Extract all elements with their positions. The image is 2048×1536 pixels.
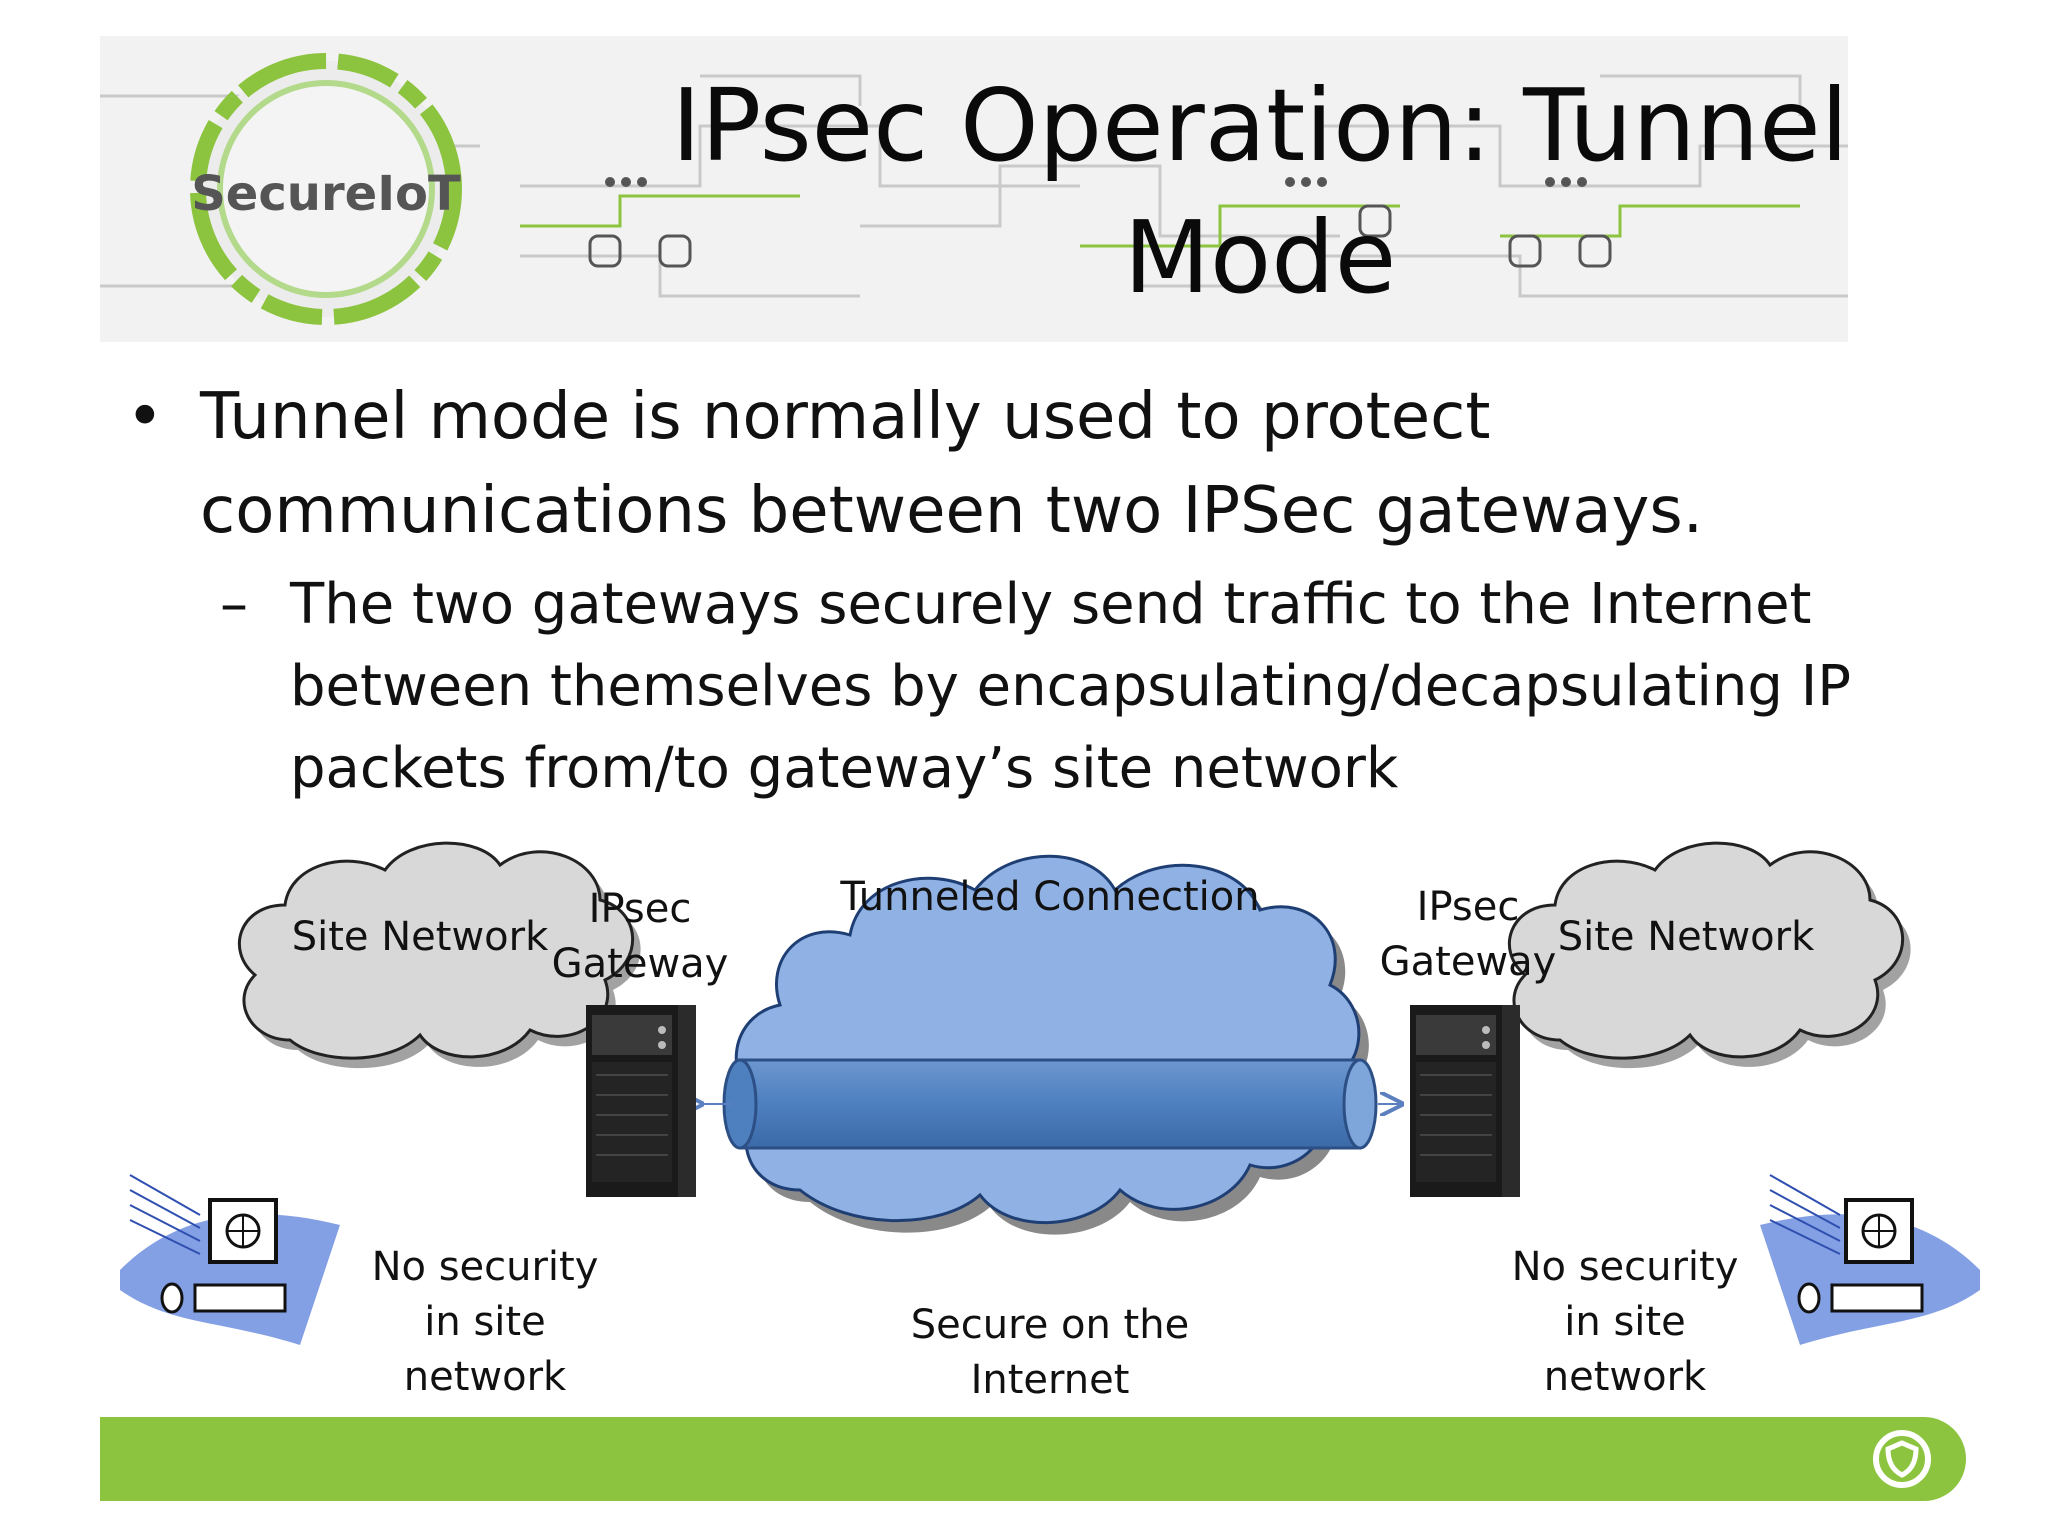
footer-bar [100, 1417, 1966, 1501]
tunneled-connection-label: Tunneled Connection [840, 874, 1260, 920]
right-site-network-label: Site Network [1557, 914, 1815, 960]
bullet-main: • Tunnel mode is normally used to protec… [120, 370, 1900, 558]
left-gateway-label: IPsec Gateway [551, 886, 729, 987]
tunnel-tube [722, 1058, 1378, 1150]
shield-logo-icon [1873, 1430, 1931, 1488]
left-site-network-label: Site Network [291, 914, 549, 960]
right-no-security-label: No security in site network [1511, 1244, 1739, 1400]
right-site-cloud [1507, 841, 1911, 1069]
logo: SecureIoT [176, 44, 476, 334]
page-title: IPsec Operation: Tunnel Mode [671, 67, 1849, 316]
left-workstation-icon [120, 1174, 340, 1345]
left-no-security-label: No security in site network [371, 1244, 599, 1400]
internet-security-label: Secure on the Internet [910, 1302, 1190, 1403]
header-banner: SecureIoT [100, 36, 1848, 342]
right-gateway-server-icon [1410, 1005, 1520, 1197]
bullet-sub: – The two gateways securely send traffic… [120, 564, 1900, 810]
logo-ring [190, 53, 462, 325]
circuit-pattern [100, 74, 1848, 298]
bullet-list: • Tunnel mode is normally used to protec… [120, 370, 1900, 810]
right-workstation-icon [1760, 1174, 1980, 1345]
left-gateway-server-icon [586, 1005, 696, 1197]
right-gateway-label: IPsec Gateway [1379, 884, 1557, 985]
bullet-main-text: Tunnel mode is normally used to protect … [200, 380, 1704, 548]
bullet-sub-text: The two gateways securely send traffic t… [290, 572, 1852, 801]
left-site-cloud [237, 841, 641, 1069]
bullet-dot-icon: • [126, 380, 164, 454]
bullet-dash-icon: – [220, 572, 248, 637]
logo-text: SecureIoT [191, 166, 461, 222]
